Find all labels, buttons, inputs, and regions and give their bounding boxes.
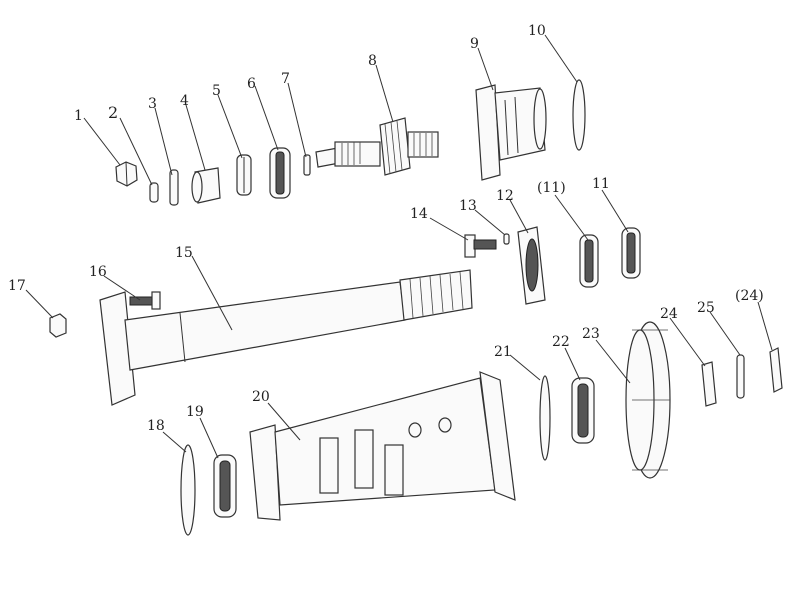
part-7-circlip [303,154,311,176]
part-12-flange [517,226,546,305]
label-7: 7 [281,71,290,87]
part-11-bearing [621,227,641,279]
part-24a-nut [769,347,783,393]
part-20-housing [249,371,516,521]
part-17-nut [49,313,67,338]
part-5-bearing-ring [236,154,252,196]
part-22-bearing [571,377,595,444]
label-24-parenthesized: (24) [735,288,764,304]
label-3: 3 [148,96,157,112]
part-21-gasket [539,375,551,461]
label-21: 21 [494,344,512,360]
label-2: 2 [108,103,118,122]
part-labels: 1 2 3 4 5 6 7 8 9 10 (11) 11 12 13 14 15… [8,23,764,434]
part-6-bearing [269,147,291,199]
label-11: 11 [592,176,610,192]
label-11-parenthesized: (11) [537,180,566,196]
label-19: 19 [186,404,204,420]
label-18: 18 [147,418,165,434]
label-1: 1 [74,108,83,124]
label-5: 5 [212,83,221,99]
part-1-nut [115,161,138,187]
leader-lines [25,34,773,459]
label-14: 14 [410,206,428,222]
part-4-sleeve [191,167,221,204]
label-8: 8 [368,53,377,69]
part-23-gear [625,321,671,479]
label-9: 9 [470,36,479,52]
part-25-washer [736,354,745,399]
part-2-washer [149,182,159,203]
label-16: 16 [89,264,107,280]
part-3-ring [169,169,179,206]
label-25: 25 [697,300,715,316]
part-13-pin [503,233,510,245]
part-24-nut [701,361,717,407]
label-12: 12 [496,188,514,204]
label-22: 22 [552,334,570,350]
label-10: 10 [528,23,546,39]
label-23: 23 [582,326,600,342]
part-16-bolt [129,291,161,310]
label-17: 17 [8,278,26,294]
part-10-seal-ring [572,79,586,151]
label-13: 13 [459,198,477,214]
part-19-bearing [213,454,237,518]
part-15-main-shaft [99,269,473,406]
part-9-flange-housing [475,84,547,181]
label-6: 6 [247,76,256,92]
part-11a-bearing [579,234,599,288]
part-18-gasket [180,444,196,536]
label-24: 24 [660,306,678,322]
part-14-bolt [464,234,497,258]
label-20: 20 [252,389,270,405]
label-15: 15 [175,245,193,261]
part-8-gear-shaft [315,117,439,176]
label-4: 4 [180,93,189,109]
